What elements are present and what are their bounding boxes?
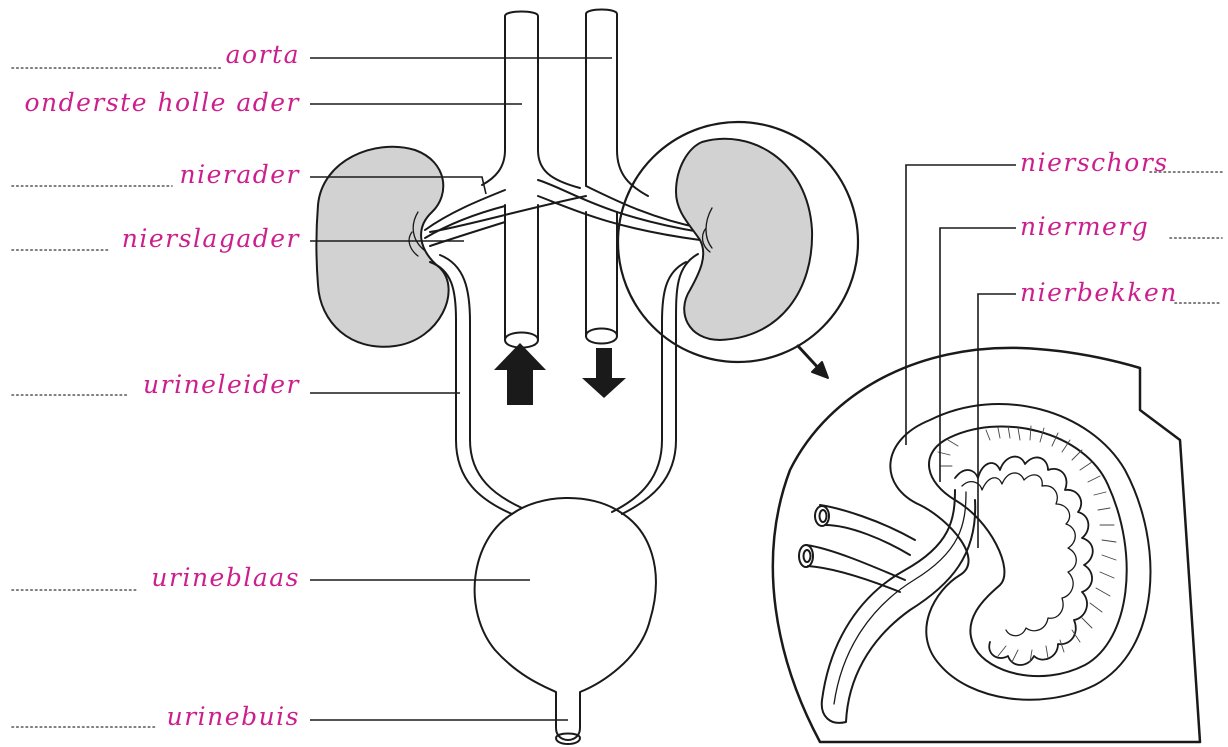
cross-section-vessels [799, 505, 915, 592]
label-urinebuis: urinebuis [167, 702, 300, 732]
arrow-up-icon [494, 343, 546, 405]
cross-section-pelvis-inner [962, 473, 1076, 636]
cross-section-medulla [929, 426, 1127, 676]
cross-section-cortex [890, 404, 1150, 700]
cross-section-ureter [822, 490, 975, 723]
renal-vessels [425, 180, 700, 246]
leader-nierschors [906, 165, 1016, 445]
ureters [430, 254, 698, 514]
cross-section-frame [773, 348, 1200, 742]
bladder [475, 498, 656, 740]
inferior-vena-cava [482, 12, 580, 348]
label-nierader: nierader [180, 160, 301, 190]
label-nierschors: nierschors [1020, 148, 1169, 178]
label-urineblaas: urineblaas [151, 563, 300, 593]
label-nierslagader: nierslagader [122, 224, 300, 254]
label-niermerg: niermerg [1020, 212, 1149, 242]
label-onderste-holle-ader: onderste holle ader [24, 88, 300, 118]
leader-nierbekken [978, 294, 1016, 548]
label-nierbekken: nierbekken [1020, 278, 1178, 308]
urethra-opening [556, 734, 580, 745]
label-urineleider: urineleider [143, 370, 300, 400]
label-aorta: aorta [226, 40, 300, 70]
arrow-down-icon [582, 348, 626, 398]
cross-section-pelvis-wavy [955, 457, 1093, 665]
zoom-arrow-icon [798, 346, 828, 378]
